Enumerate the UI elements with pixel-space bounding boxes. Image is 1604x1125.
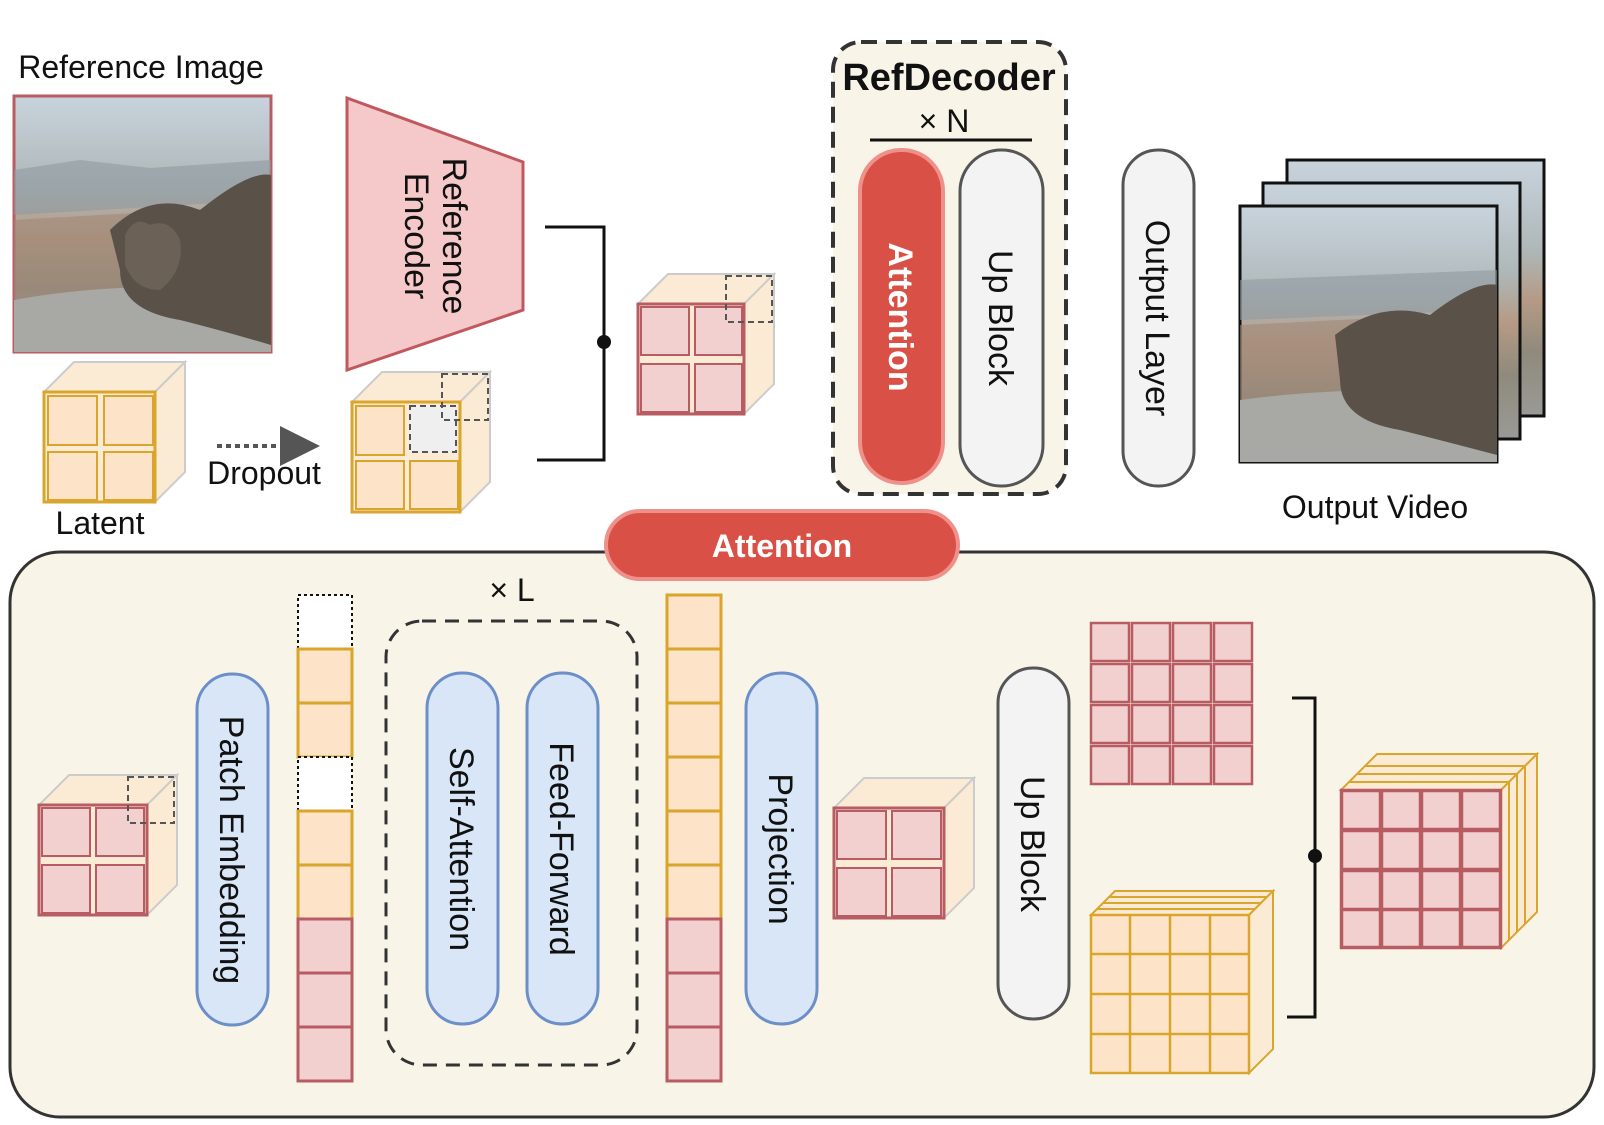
svg-text:Encoder: Encoder	[397, 173, 435, 300]
reference-image-label: Reference Image	[18, 49, 263, 85]
svg-text:Reference: Reference	[435, 158, 473, 315]
upsampled-pink-grid	[1089, 621, 1254, 786]
projection-block	[744, 671, 819, 1026]
dropped-latent-cube	[349, 369, 493, 515]
refdecoder-title: RefDecoder	[842, 57, 1055, 99]
refdecoder-repeat: × N	[919, 103, 970, 139]
refdecoder-attention-label: Attention	[881, 242, 919, 391]
backbone-up-block	[996, 666, 1071, 1021]
latent-cube	[41, 359, 188, 505]
self-attention-block	[425, 671, 500, 1026]
feed-forward-block	[525, 671, 600, 1026]
output-video-label: Output Video	[1282, 489, 1468, 525]
projection-label: Projection	[761, 773, 799, 924]
patch-embedding-label: Patch Embedding	[212, 716, 250, 984]
reference-image	[12, 94, 273, 354]
backbone-up-block-label: Up Block	[1013, 776, 1051, 913]
feed-forward-label: Feed-Forward	[542, 742, 580, 956]
output-layer-block	[1121, 148, 1196, 488]
final-combined-cube	[1338, 751, 1540, 951]
merge-bracket	[1287, 696, 1322, 1019]
projected-latent-cube	[831, 775, 977, 921]
token-column-input	[296, 594, 354, 1083]
bridge-attention-block	[604, 509, 960, 581]
self-attention-label: Self-Attention	[442, 747, 480, 951]
reference-encoder-text: Reference Encoder	[397, 158, 473, 315]
combined-latent-cube	[635, 271, 777, 417]
refdecoder-up-block	[958, 148, 1045, 488]
transformer-repeat: × L	[489, 572, 534, 608]
transformer-container	[384, 619, 639, 1067]
input-latent-cube	[36, 772, 180, 918]
concat-bracket	[537, 225, 611, 462]
token-column-output	[665, 593, 723, 1083]
refdecoder-up-block-label: Up Block	[981, 250, 1019, 387]
bridge-attention-label: Attention	[712, 528, 852, 564]
latent-label: Latent	[56, 505, 145, 541]
patch-embedding-block	[195, 672, 270, 1027]
upsampled-orange-cube	[1088, 888, 1276, 1076]
reference-encoder	[345, 95, 525, 373]
refdecoder-attention-block	[858, 148, 945, 485]
output-video-frames	[1238, 158, 1546, 464]
dropout-label: Dropout	[207, 455, 321, 491]
output-layer-label: Output Layer	[1138, 220, 1176, 417]
